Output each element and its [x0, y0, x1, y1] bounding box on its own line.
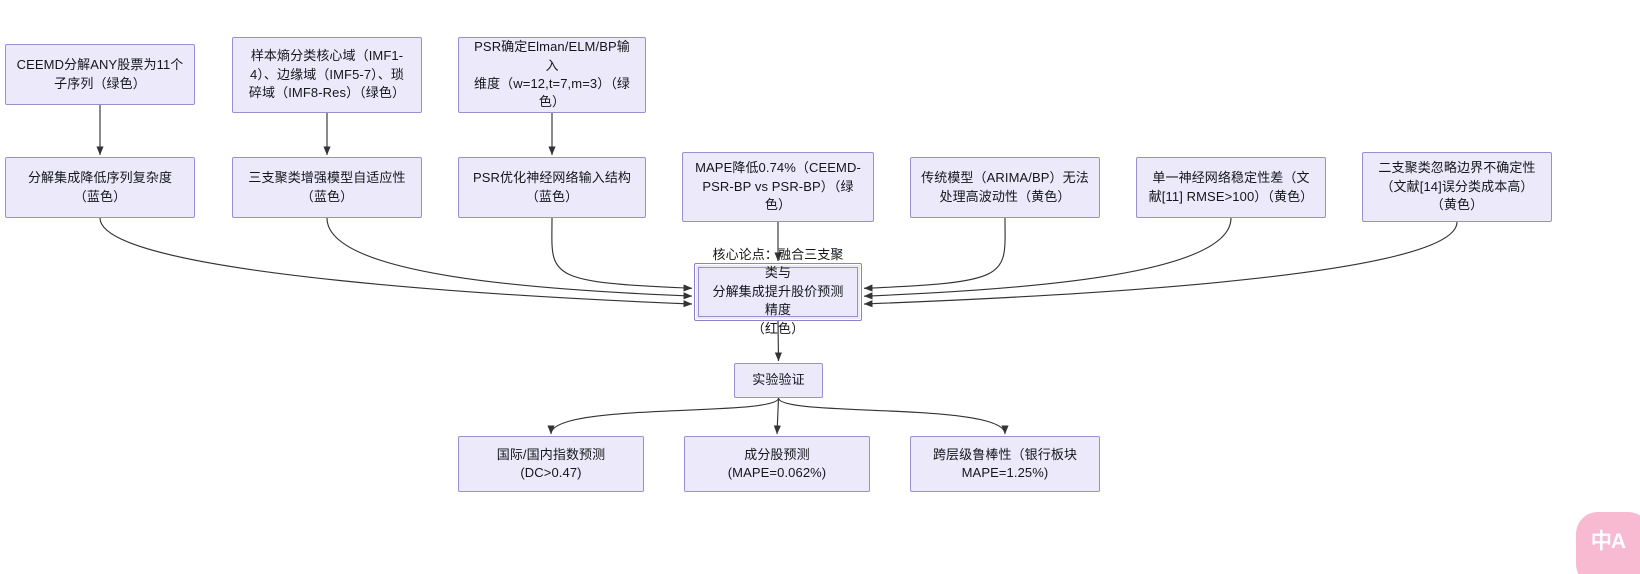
flow-edge: [863, 221, 1458, 308]
node-label: 成分股预测 (MAPE=0.062%): [727, 446, 827, 480]
flow-node[interactable]: MAPE降低0.74%（CEEMD- PSR-BP vs PSR-BP）（绿 色…: [682, 152, 874, 222]
flow-edge: [326, 217, 693, 300]
node-label: 三支聚类增强模型自适应性 （蓝色）: [248, 170, 406, 204]
flow-node[interactable]: 二支聚类忽略边界不确定性 （文献[14]误分类成本高） （黄色）: [1362, 152, 1552, 222]
flow-edge: [863, 217, 1006, 292]
flow-edge: [99, 217, 693, 308]
flow-node[interactable]: 分解集成降低序列复杂度 （蓝色）: [5, 157, 195, 218]
node-label: 单一神经网络稳定性差（文 献[11] RMSE>100）（黄色）: [1148, 170, 1314, 204]
node-label: 分解集成降低序列复杂度 （蓝色）: [27, 170, 173, 204]
node-label: 国际/国内指数预测 (DC>0.47): [496, 446, 606, 480]
node-label: CEEMD分解ANY股票为11个 子序列（绿色）: [16, 57, 184, 91]
flow-edge: [551, 217, 693, 292]
node-label: PSR优化神经网络输入结构 （蓝色）: [472, 170, 632, 204]
flow-edge: [863, 217, 1232, 300]
node-label: MAPE降低0.74%（CEEMD- PSR-BP vs PSR-BP）（绿 色…: [695, 160, 861, 213]
core-claim-node[interactable]: 核心论点：融合三支聚类与 分解集成提升股价预测精度 （红色）: [694, 247, 862, 336]
flow-node[interactable]: 跨层级鲁棒性（银行板块 MAPE=1.25%): [910, 436, 1100, 492]
flow-node[interactable]: 国际/国内指数预测 (DC>0.47): [458, 436, 644, 492]
flow-node[interactable]: 传统模型（ARIMA/BP）无法 处理高波动性（黄色）: [910, 157, 1100, 218]
flow-node[interactable]: 单一神经网络稳定性差（文 献[11] RMSE>100）（黄色）: [1136, 157, 1326, 218]
node-label: 二支聚类忽略边界不确定性 （文献[14]误分类成本高） （黄色）: [1378, 160, 1536, 213]
flow-node[interactable]: PSR确定Elman/ELM/BP输入 维度（w=12,t=7,m=3）（绿 色…: [458, 37, 646, 113]
node-label: 跨层级鲁棒性（银行板块 MAPE=1.25%): [932, 446, 1078, 480]
flow-edge: [773, 397, 781, 435]
node-label: 传统模型（ARIMA/BP）无法 处理高波动性（黄色）: [921, 170, 1089, 204]
flow-edge: [547, 397, 780, 435]
flow-node[interactable]: 三支聚类增强模型自适应性 （蓝色）: [232, 157, 422, 218]
node-label: 样本熵分类核心域（IMF1- 4）、边缘域（IMF5-7）、琐 碎域（IMF8-…: [248, 48, 406, 101]
flow-node[interactable]: PSR优化神经网络输入结构 （蓝色）: [458, 157, 646, 218]
watermark-text: 中A: [1590, 529, 1626, 553]
flow-edge: [777, 397, 1009, 435]
node-label: PSR确定Elman/ELM/BP输入 维度（w=12,t=7,m=3）（绿 色…: [473, 39, 631, 110]
node-label: 实验验证: [752, 372, 805, 388]
flow-node[interactable]: 成分股预测 (MAPE=0.062%): [684, 436, 870, 492]
flow-node[interactable]: 样本熵分类核心域（IMF1- 4）、边缘域（IMF5-7）、琐 碎域（IMF8-…: [232, 37, 422, 113]
watermark-badge: 中A: [1576, 512, 1640, 574]
node-label: 核心论点：融合三支聚类与 分解集成提升股价预测精度 （红色）: [712, 246, 844, 336]
flow-node[interactable]: CEEMD分解ANY股票为11个 子序列（绿色）: [5, 44, 195, 105]
flow-node[interactable]: 实验验证: [734, 363, 823, 398]
